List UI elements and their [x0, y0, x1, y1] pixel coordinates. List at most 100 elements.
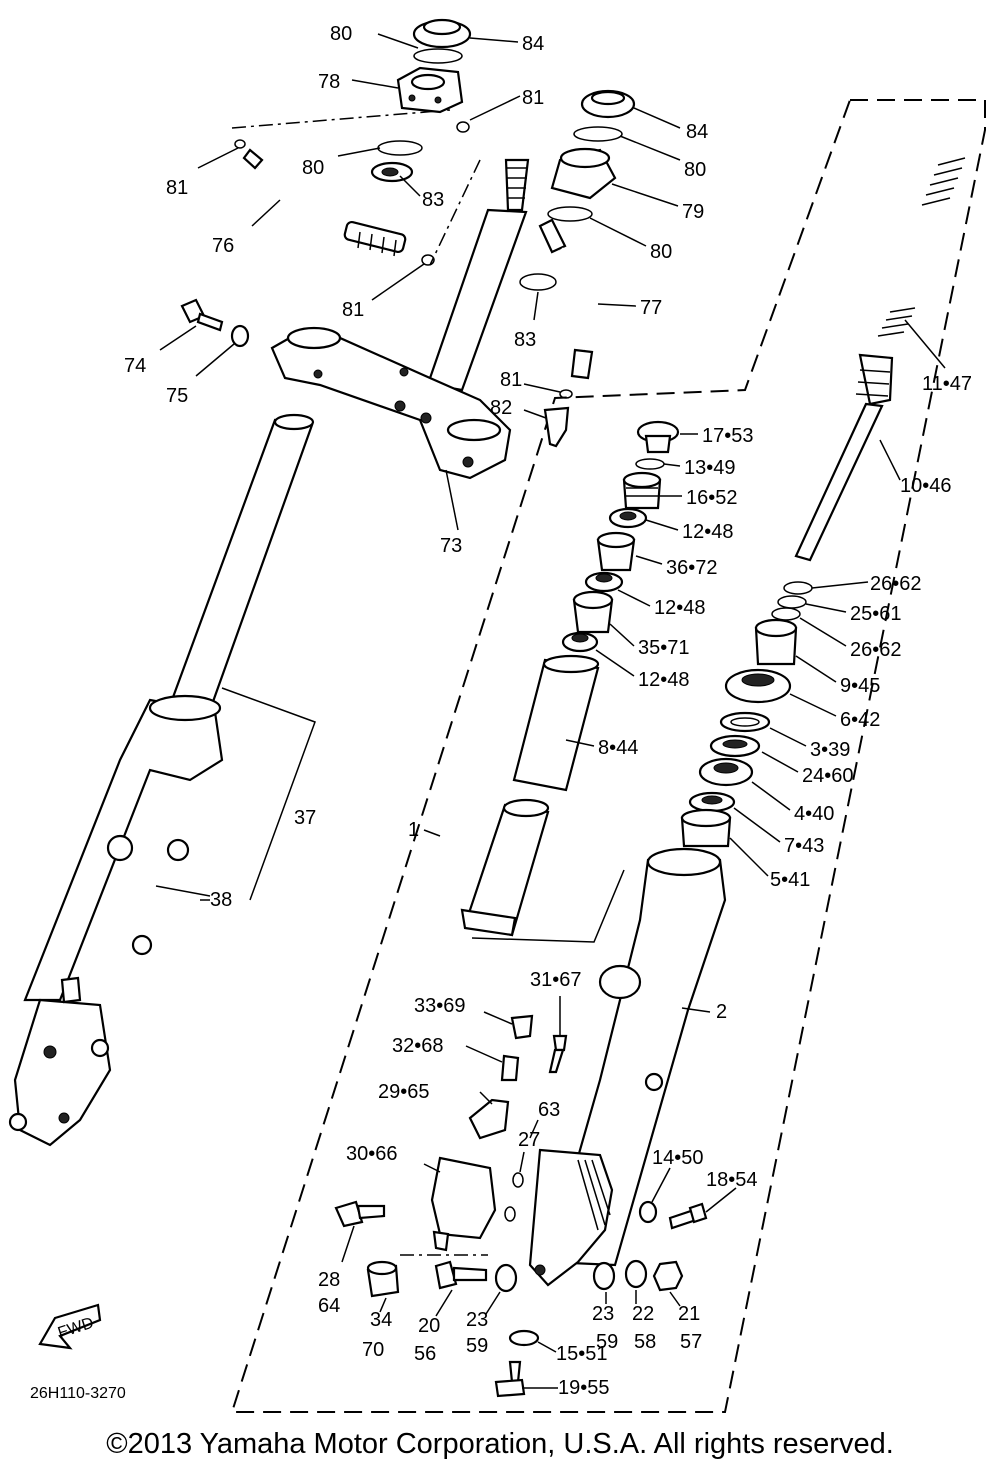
fork-assembly-left [8, 413, 315, 1147]
callout-label: 1 [408, 819, 419, 841]
valve-32-68 [500, 1054, 520, 1082]
o-ring-81 [456, 121, 470, 133]
callout-label: 59 [596, 1331, 618, 1353]
callout-label: 5•41 [770, 869, 810, 891]
callout-label: 24•60 [802, 765, 854, 787]
o-ring-81 [559, 389, 573, 399]
callout-label: 12•48 [654, 597, 706, 619]
callout-label: 14•50 [652, 1147, 704, 1169]
front-fork-exploded-diagram: FWD [8, 18, 986, 1413]
callout-label: 77 [640, 297, 662, 319]
callout-label: 11•47 [922, 373, 972, 395]
washer-80 [413, 48, 463, 64]
washer-12-48 [561, 631, 599, 653]
callout-label: 18•54 [706, 1169, 758, 1191]
callout-label: 74 [124, 355, 146, 377]
callout-label: 30•66 [346, 1143, 398, 1165]
outer-tube-2 [528, 847, 727, 1287]
callout-label: 73 [440, 535, 462, 557]
spring-8-44 [512, 654, 600, 792]
ring-25-61 [777, 595, 807, 609]
cap-79 [550, 147, 617, 200]
callout-label: 80 [650, 241, 672, 263]
callout-label: 26•62 [850, 639, 902, 661]
washer-23-59 [592, 1261, 616, 1291]
callout-label: 3•39 [810, 739, 850, 761]
callout-label: 16•52 [686, 487, 738, 509]
o-ring-13-49 [635, 458, 665, 470]
washer-12-48 [584, 571, 624, 593]
o-ring-63 [504, 1206, 516, 1222]
callout-label: 56 [414, 1343, 436, 1365]
callout-label: 78 [318, 71, 340, 93]
joint-82 [543, 406, 570, 448]
callout-label: 4•40 [794, 803, 834, 825]
callout-label: 15•51 [556, 1343, 608, 1365]
clip-3-39 [719, 711, 771, 733]
o-ring-81 [234, 139, 246, 149]
clip-83 [370, 161, 414, 183]
callout-label: 19•55 [558, 1377, 610, 1399]
callout-label: 64 [318, 1295, 340, 1317]
copyright-notice: ©2013 Yamaha Motor Corporation, U.S.A. A… [106, 1428, 894, 1460]
callout-label: 17•53 [702, 425, 754, 447]
callout-label: 27 [518, 1129, 540, 1151]
washer-75 [230, 324, 250, 348]
forward-direction-badge: FWD [38, 1303, 102, 1350]
washer-80 [547, 206, 593, 222]
callout-label: 9•45 [840, 675, 880, 697]
bolt-19-55 [494, 1360, 526, 1398]
callout-label: 79 [682, 201, 704, 223]
callout-label: 22 [632, 1303, 654, 1325]
steering-stem [426, 158, 530, 392]
callout-label: 23 [466, 1309, 488, 1331]
callout-label: 36•72 [666, 557, 718, 579]
callout-label: 31•67 [530, 969, 582, 991]
washer-80 [573, 126, 623, 142]
reference-line [429, 159, 481, 266]
callout-label: 76 [212, 235, 234, 257]
spring-11-47 [877, 157, 966, 337]
collar-35-71 [572, 590, 614, 634]
callout-label: 13•49 [684, 457, 736, 479]
assembly-boundary [230, 99, 986, 1413]
callout-label: 80 [684, 159, 706, 181]
callout-label: 84 [686, 121, 708, 143]
callout-label: 35•71 [638, 637, 690, 659]
washer-26-62 [783, 581, 813, 595]
bolt-74 [180, 298, 224, 332]
callout-label: 10•46 [900, 475, 952, 497]
cap-bolt-17-53 [636, 420, 680, 454]
cap-34-70 [366, 1260, 400, 1298]
callout-label: 12•48 [638, 669, 690, 691]
piston-9-45 [754, 618, 798, 666]
callout-label: 81 [166, 177, 188, 199]
washer-23-59 [494, 1263, 518, 1293]
hose-76 [242, 148, 435, 266]
washer-26-62 [771, 607, 801, 621]
callout-label: 34 [370, 1309, 392, 1331]
diagram-code: 26H110-3270 [30, 1385, 126, 1402]
reference-line [231, 109, 451, 129]
washer-12-48 [608, 507, 648, 529]
callout-label: 26•62 [870, 573, 922, 595]
under-bracket-73 [270, 326, 512, 480]
washer-14-50 [638, 1200, 658, 1224]
callout-label: 32•68 [392, 1035, 444, 1057]
bolt-33-69 [510, 1014, 534, 1040]
seal-4-40 [698, 757, 754, 787]
bolt-20-56 [434, 1260, 488, 1290]
callout-label: 59 [466, 1335, 488, 1357]
callout-label: 28 [318, 1269, 340, 1291]
callout-label: 37 [294, 807, 316, 829]
adjuster-16-52 [622, 471, 662, 510]
callout-label: 29•65 [378, 1081, 430, 1103]
bolt-28-64 [334, 1200, 386, 1228]
callout-label: 12•48 [682, 521, 734, 543]
clip-83 [519, 273, 557, 291]
caliper-bracket-30-66 [430, 1156, 497, 1252]
callout-label: 84 [522, 33, 544, 55]
holder-78 [396, 66, 464, 114]
seal-6-42 [724, 668, 792, 704]
washer-15-51 [508, 1329, 540, 1347]
